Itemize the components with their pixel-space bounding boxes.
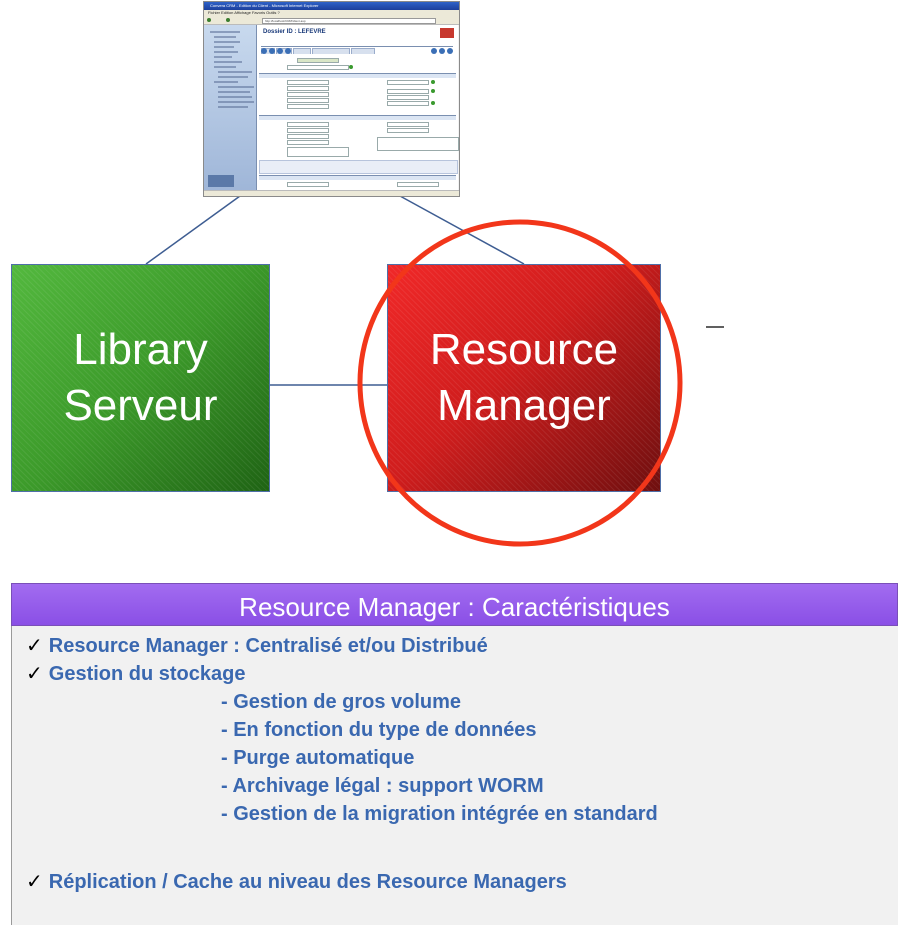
screenshot-field	[287, 92, 329, 97]
screenshot-section	[259, 73, 456, 78]
screenshot-titlebar: Convera CRM - Edition du Client - Micros…	[204, 2, 459, 10]
screenshot-toolbar: http://localhost/CRM/client.asp	[204, 16, 459, 25]
feature-subitem: - Archivage légal : support WORM	[221, 775, 544, 797]
resource-label-line2: Manager	[437, 381, 611, 430]
forward-icon	[226, 18, 230, 22]
convera-logo	[440, 28, 454, 38]
dossier-title: Dossier ID : LEFEVRE	[263, 29, 326, 35]
screenshot-grid	[259, 160, 458, 174]
ok-icon	[431, 89, 435, 93]
screenshot-address-bar: http://localhost/CRM/client.asp	[262, 18, 436, 24]
action-icon	[447, 48, 453, 54]
screenshot-field	[287, 80, 329, 85]
resource-label-line1: Resource	[429, 325, 619, 374]
screenshot-field	[297, 58, 339, 63]
screenshot-field	[387, 95, 429, 100]
checkmark-icon: ✓	[26, 635, 43, 657]
screenshot-textarea	[377, 137, 459, 151]
screenshot-tabs	[261, 41, 453, 54]
screenshot-section	[259, 115, 456, 120]
ok-icon	[431, 80, 435, 84]
action-icon	[285, 48, 291, 54]
feature-subitem: - Gestion de gros volume	[221, 691, 462, 713]
feature-item: ✓Resource Manager : Centralisé et/ou Dis…	[26, 635, 488, 657]
screenshot-statusbar	[204, 190, 459, 196]
resource-manager-block: Resource Manager	[387, 264, 661, 492]
feature-subitem: - Purge automatique	[221, 747, 415, 769]
feature-subitem: - En fonction du type de données	[221, 719, 537, 741]
back-icon	[207, 18, 211, 22]
feature-subitem: - Gestion de la migration intégrée en st…	[221, 803, 658, 825]
screenshot-field	[287, 98, 329, 103]
screenshot-field	[387, 101, 429, 106]
screenshot-field	[287, 122, 329, 127]
screenshot-field	[387, 89, 429, 94]
screenshot-field	[387, 80, 429, 85]
features-body: ✓Resource Manager : Centralisé et/ou Dis…	[11, 626, 898, 925]
checkmark-icon: ✓	[26, 871, 43, 893]
screenshot-field	[287, 182, 329, 187]
screenshot-field	[287, 86, 329, 91]
connector-screenshot-resource	[399, 195, 525, 265]
action-icon	[431, 48, 437, 54]
action-icon	[261, 48, 267, 54]
screenshot-field	[387, 128, 429, 133]
screenshot-section	[259, 175, 456, 180]
connector-screenshot-library	[145, 195, 241, 265]
action-icon	[277, 48, 283, 54]
screenshot-field	[287, 140, 329, 145]
screenshot-field	[287, 128, 329, 133]
feature-item: ✓Réplication / Cache au niveau des Resou…	[26, 871, 567, 893]
feature-item: ✓Gestion du stockage	[26, 663, 246, 685]
screenshot-sidebar	[204, 25, 257, 191]
screenshot-main: Dossier ID : LEFEVRE	[257, 25, 459, 191]
convera-sidebar-logo	[208, 175, 234, 187]
screenshot-textarea	[287, 147, 349, 157]
library-label-line2: Serveur	[63, 381, 218, 430]
screenshot-field	[387, 122, 429, 127]
crm-screenshot: Convera CRM - Edition du Client - Micros…	[203, 1, 460, 197]
checkmark-icon: ✓	[26, 663, 43, 685]
library-serveur-block: Library Serveur	[11, 264, 270, 492]
action-icon	[439, 48, 445, 54]
screenshot-menubar: Fichier Edition Affichage Favoris Outils…	[204, 10, 459, 16]
screenshot-field	[287, 134, 329, 139]
screenshot-field	[287, 65, 349, 70]
screenshot-field	[287, 104, 329, 109]
features-title: Resource Manager : Caractéristiques	[11, 583, 898, 626]
ok-icon	[349, 65, 353, 69]
action-icon	[269, 48, 275, 54]
features-panel: Resource Manager : Caractéristiques ✓Res…	[0, 583, 898, 925]
ok-icon	[431, 101, 435, 105]
library-label-line1: Library	[73, 325, 208, 374]
screenshot-field	[397, 182, 439, 187]
